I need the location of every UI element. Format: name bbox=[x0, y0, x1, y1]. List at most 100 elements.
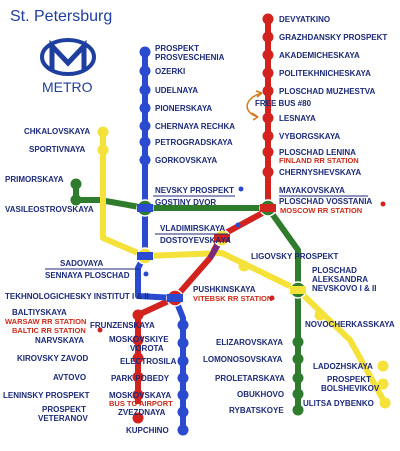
station-politekhnicheskaya[interactable]: POLITEKHNICHESKAYA bbox=[262, 67, 372, 79]
svg-text:OBUKHOVO: OBUKHOVO bbox=[237, 390, 284, 399]
svg-text:MOSKOVSKAYA: MOSKOVSKAYA bbox=[109, 391, 171, 400]
station-primorskaya[interactable]: PRIMORSKAYA bbox=[5, 175, 82, 190]
transfer-gostiny-nevsky[interactable] bbox=[136, 199, 154, 217]
map-title: St. Petersburg bbox=[10, 8, 112, 25]
vitebsk-station-note: VITEBSK RR STATION bbox=[193, 294, 272, 303]
station-ploschad-vosstania[interactable]: PLOSCHAD VOSSTANIA bbox=[279, 197, 372, 206]
svg-text:LOMONOSOVSKAYA: LOMONOSOVSKAYA bbox=[203, 355, 283, 364]
station-frunzenskaya[interactable]: FRUNZENSKAYA bbox=[90, 319, 189, 331]
station-pionerskaya[interactable]: PIONERSKAYA bbox=[139, 102, 213, 114]
svg-text:PIONERSKAYA: PIONERSKAYA bbox=[155, 104, 212, 113]
svg-text:ELIZAROVSKAYA: ELIZAROVSKAYA bbox=[216, 338, 283, 347]
station-lomonosovskaya[interactable]: LOMONOSOVSKAYA bbox=[203, 353, 304, 365]
station-ploschad-aleksandra-nevskovo[interactable]: PLOSCHAD ALEKSANDRA NEVSKOVO I & II bbox=[312, 266, 376, 293]
station-tekhnologichesky[interactable]: TEKHNOLOGICHESKY INSTITUT I & II bbox=[5, 292, 149, 301]
svg-text:BALTIYSKAYA: BALTIYSKAYA bbox=[12, 308, 67, 317]
station-grazhdansky-prospekt[interactable]: GRAZHDANSKY PROSPEKT bbox=[262, 31, 388, 43]
station-devyatkino[interactable]: DEVYATKINO bbox=[262, 13, 331, 25]
station-rybatskoye[interactable]: RYBATSKOYE bbox=[229, 404, 304, 416]
svg-text:MOSKOVSKIYE: MOSKOVSKIYE bbox=[109, 335, 169, 344]
bus-to-airport-note: BUS TO AIRPORT bbox=[109, 399, 173, 408]
station-ploschad-muzhestva[interactable]: PLOSCHAD MUZHESTVA bbox=[262, 85, 376, 97]
station-obukhovo[interactable]: OBUKHOVO bbox=[237, 388, 304, 400]
station-vasileostrovskaya[interactable]: VASILEOSTROVSKAYA bbox=[5, 194, 94, 215]
station-chernyshevskaya[interactable]: CHERNYSHEVSKAYA bbox=[262, 166, 362, 178]
svg-text:ALEKSANDRA: ALEKSANDRA bbox=[312, 275, 368, 284]
station-novocherkasskaya[interactable]: NOVOCHERKASSKAYA bbox=[305, 309, 395, 330]
station-nevsky-prospekt[interactable]: NEVSKY PROSPEKT bbox=[155, 186, 234, 195]
station-electrosila[interactable]: ELECTROSILA bbox=[120, 355, 189, 367]
warsaw-station-note: WARSAW RR STATION bbox=[5, 317, 86, 326]
nevsky-dot bbox=[238, 186, 244, 192]
station-sennaya-ploschad[interactable]: SENNAYA PLOSCHAD bbox=[45, 271, 130, 280]
station-petrogradskaya[interactable]: PETROGRADSKAYA bbox=[139, 136, 233, 148]
svg-text:PROSVESCHENIA: PROSVESCHENIA bbox=[155, 53, 225, 62]
vitebsk-station-dot bbox=[269, 295, 275, 301]
station-gorkovskaya[interactable]: GORKOVSKAYA bbox=[139, 154, 218, 166]
transfer-tekhnologichesky[interactable] bbox=[166, 289, 184, 307]
svg-text:VASILEOSTROVSKAYA: VASILEOSTROVSKAYA bbox=[5, 205, 94, 214]
svg-text:PLOSCHAD LENINA: PLOSCHAD LENINA bbox=[279, 148, 356, 157]
station-prospekt-bolshevikov[interactable]: PROSPEKT BOLSHEVIKOV bbox=[321, 375, 389, 393]
transfer-mayakovskaya-vosstania[interactable] bbox=[259, 199, 277, 217]
station-narvskaya[interactable]: NARVSKAYA bbox=[35, 334, 144, 346]
station-leninsky-prospekt[interactable]: LENINSKY PROSPEKT bbox=[3, 389, 144, 401]
svg-text:NOVOCHERKASSKAYA: NOVOCHERKASSKAYA bbox=[305, 320, 395, 329]
station-moskovskiye-vorota[interactable]: MOSKOVSKIYE VOROTA bbox=[109, 335, 189, 353]
station-udelnaya[interactable]: UDELNAYA bbox=[139, 84, 199, 96]
station-moskovskaya[interactable]: MOSKOVSKAYA bbox=[109, 389, 189, 401]
finland-station-note: FINLAND RR STATION bbox=[279, 156, 359, 165]
transfer-sadovaya-sennaya[interactable] bbox=[136, 247, 154, 265]
svg-text:PROLETARSKAYA: PROLETARSKAYA bbox=[215, 374, 285, 383]
station-akademicheskaya[interactable]: AKADEMICHESKAYA bbox=[262, 49, 360, 61]
station-chkalovskaya[interactable]: CHKALOVSKAYA bbox=[24, 126, 109, 138]
station-baltiyskaya[interactable]: BALTIYSKAYA bbox=[12, 308, 144, 321]
station-prospekt-prosveschenia[interactable]: PROSPEKT PROSVESCHENIA bbox=[139, 44, 225, 62]
svg-text:PROSPEKT: PROSPEKT bbox=[42, 405, 86, 414]
station-proletarskaya[interactable]: PROLETARSKAYA bbox=[215, 372, 304, 384]
station-avtovo[interactable]: AVTOVO bbox=[53, 371, 144, 383]
metro-word: METRO bbox=[42, 79, 93, 95]
svg-text:NARVSKAYA: NARVSKAYA bbox=[35, 336, 84, 345]
station-kupchino[interactable]: KUPCHINO bbox=[126, 424, 189, 436]
svg-text:KUPCHINO: KUPCHINO bbox=[126, 426, 169, 435]
svg-text:ELECTROSILA: ELECTROSILA bbox=[120, 357, 177, 366]
free-bus-note: FREE BUS #80 bbox=[255, 99, 312, 108]
svg-text:LESNAYA: LESNAYA bbox=[279, 114, 316, 123]
station-ladozhskaya[interactable]: LADOZHSKAYA bbox=[313, 360, 389, 372]
svg-text:ULITSA DYBENKO: ULITSA DYBENKO bbox=[303, 399, 374, 408]
station-ploschad-lenina[interactable]: PLOSCHAD LENINA bbox=[262, 146, 357, 158]
station-kirovsky-zavod[interactable]: KIROVSKY ZAVOD bbox=[17, 352, 144, 364]
station-vyborgskaya[interactable]: VYBORGSKAYA bbox=[262, 130, 341, 142]
baltic-station-note: BALTIC RR STATION bbox=[12, 326, 86, 335]
svg-text:ZVEZDNAYA: ZVEZDNAYA bbox=[118, 408, 166, 417]
svg-text:BOLSHEVIKOV: BOLSHEVIKOV bbox=[321, 384, 380, 393]
svg-text:CHERNAYA RECHKA: CHERNAYA RECHKA bbox=[155, 122, 235, 131]
station-ulitsa-dybenko[interactable]: ULITSA DYBENKO bbox=[303, 397, 391, 409]
station-ligovsky-prospekt[interactable]: LIGOVSKY PROSPEKT bbox=[238, 252, 339, 272]
transfer-aleksandra-nevskovo[interactable] bbox=[289, 281, 307, 299]
station-chernaya-rechka[interactable]: CHERNAYA RECHKA bbox=[139, 120, 236, 132]
station-elizarovskaya[interactable]: ELIZAROVSKAYA bbox=[216, 336, 304, 348]
svg-text:CHKALOVSKAYA: CHKALOVSKAYA bbox=[24, 127, 90, 136]
svg-text:PETROGRADSKAYA: PETROGRADSKAYA bbox=[155, 138, 233, 147]
svg-text:KIROVSKY ZAVOD: KIROVSKY ZAVOD bbox=[17, 354, 88, 363]
station-park-pobedy[interactable]: PARK POBEDY bbox=[111, 372, 189, 384]
station-ozerki[interactable]: OZERKI bbox=[139, 65, 186, 77]
free-bus-arrow-icon bbox=[246, 90, 263, 121]
svg-text:PLOSCHAD MUZHESTVA: PLOSCHAD MUZHESTVA bbox=[279, 87, 376, 96]
station-pushkinskaya[interactable]: PUSHKINSKAYA bbox=[193, 285, 256, 294]
station-lesnaya[interactable]: LESNAYA bbox=[262, 112, 316, 124]
station-dostoyevskaya[interactable]: DOSTOYEVSKAYA bbox=[160, 236, 231, 245]
moscow-station-note: MOSCOW RR STATION bbox=[280, 206, 362, 215]
station-sadovaya[interactable]: SADOVAYA bbox=[60, 259, 104, 268]
station-prospekt-veteranov[interactable]: PROSPEKT VETERANOV bbox=[38, 405, 144, 424]
station-mayakovskaya[interactable]: MAYAKOVSKAYA bbox=[279, 186, 345, 195]
station-gostiny-dvor[interactable]: GOSTINY DVOR bbox=[155, 198, 216, 207]
station-sportivnaya[interactable]: SPORTIVNAYA bbox=[29, 144, 109, 156]
station-zvezdnaya[interactable]: ZVEZDNAYA bbox=[118, 406, 189, 418]
station-vladimirskaya[interactable]: VLADIMIRSKAYA bbox=[160, 224, 225, 233]
svg-text:LENINSKY PROSPEKT: LENINSKY PROSPEKT bbox=[3, 391, 90, 400]
svg-text:GRAZHDANSKY PROSPEKT: GRAZHDANSKY PROSPEKT bbox=[279, 33, 387, 42]
